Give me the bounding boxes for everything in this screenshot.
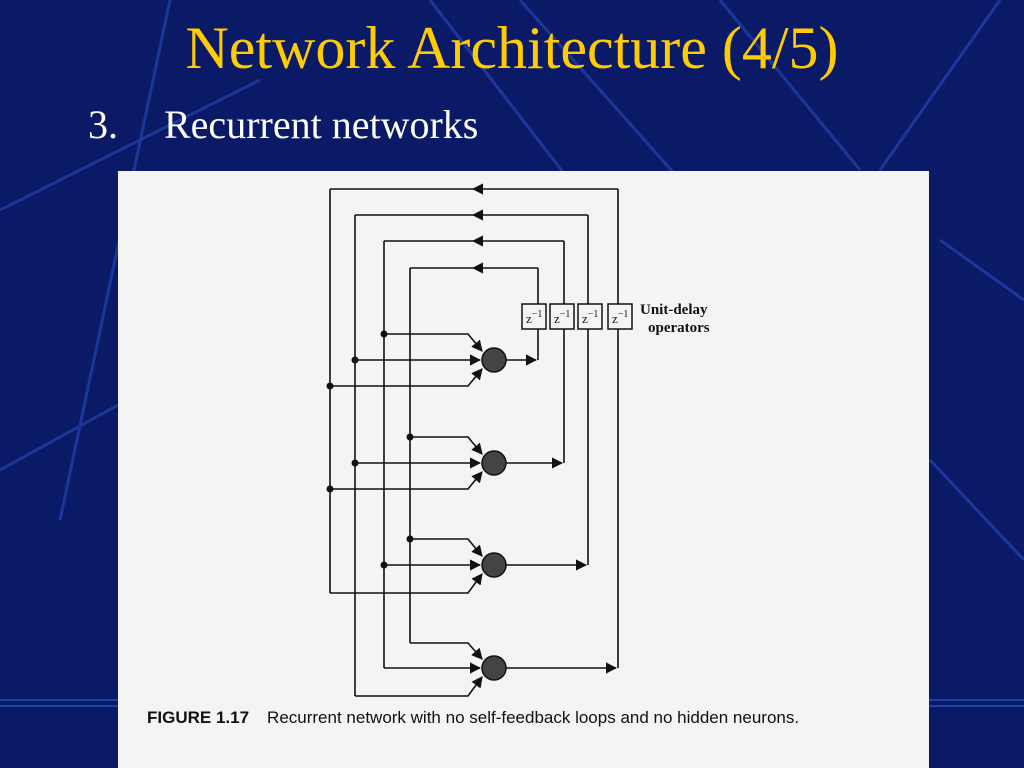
recurrent-network-diagram: z−1 z−1 z−1 z−1 Unit-delay operators [326,183,710,697]
figure-panel: z−1 z−1 z−1 z−1 Unit-delay operators FIG… [118,171,929,768]
svg-text:z−1: z−1 [526,309,542,326]
delay-label-line1: Unit-delay [640,302,708,318]
delay-block-3: z−1 [577,303,603,330]
neuron-2 [481,450,507,476]
caption-text: Recurrent network with no self-feedback … [267,708,800,727]
neuron-3 [481,552,507,578]
delay-label-line2: operators [648,320,710,336]
svg-text:z−1: z−1 [582,309,598,326]
unit-delay-operators: z−1 z−1 z−1 z−1 [521,303,633,330]
bullet-number: 3. [88,102,118,147]
neuron-1 [481,347,507,373]
delay-block-2: z−1 [549,303,575,330]
delay-block-4: z−1 [607,303,633,330]
svg-text:z−1: z−1 [554,309,570,326]
neuron-4 [481,655,507,681]
caption-label: FIGURE 1.17 [147,708,250,727]
delay-block-1: z−1 [521,303,547,330]
bullet-item: 3. Recurrent networks [88,100,478,150]
figure-caption: FIGURE 1.17 Recurrent network with no sel… [147,708,927,728]
slide-title: Network Architecture (4/5) [185,15,839,81]
bullet-text: Recurrent networks [164,102,479,147]
svg-text:z−1: z−1 [612,309,628,326]
